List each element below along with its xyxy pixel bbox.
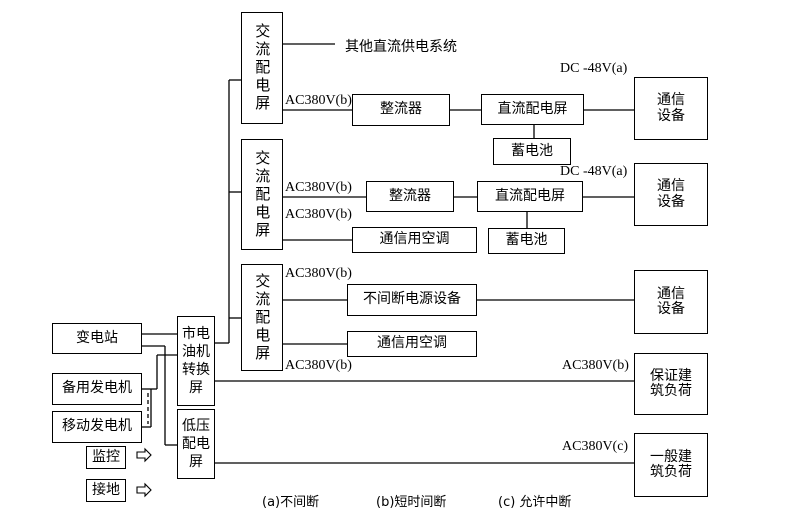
- legend-uninterrupted: (a)不间断: [262, 495, 320, 510]
- dc-panel-2: 直流配电屏: [477, 181, 583, 212]
- comm-aircon-2: 通信用空调: [347, 331, 477, 357]
- dc-panel-1-label: 直流配电屏: [497, 100, 568, 117]
- monitoring: 监控: [86, 446, 126, 469]
- battery-2: 蓄电池: [488, 228, 565, 254]
- mobile-generator-label: 移动发电机: [62, 418, 132, 435]
- ac-panel-3-label: 交流配电屏: [253, 272, 272, 363]
- ac-voltage-label-2: AC380V(b): [285, 180, 352, 195]
- guaranteed-building-load: 保证建 筑负荷: [634, 353, 708, 415]
- comm-equipment-3-label: 通信 设备: [657, 285, 685, 317]
- mains-generator-transfer-panel-label: 市电油机转换屏: [182, 326, 210, 396]
- rectifier-2: 整流器: [366, 181, 454, 212]
- legend-short-interruption: (b)短时间断: [376, 495, 447, 510]
- other-dc-system-label: 其他直流供电系统: [345, 39, 457, 55]
- ac-panel-3: 交流配电屏: [241, 264, 283, 371]
- dc-voltage-label-1: DC -48V(a): [560, 61, 628, 76]
- standby-generator-label: 备用发电机: [62, 380, 132, 397]
- monitoring-label: 监控: [92, 448, 120, 465]
- ac-voltage-label-1: AC380V(b): [285, 93, 352, 108]
- battery-1-label: 蓄电池: [511, 142, 553, 159]
- comm-aircon-2-label: 通信用空调: [377, 335, 447, 352]
- comm-equipment-3: 通信 设备: [634, 270, 708, 334]
- ac-panel-2: 交流配电屏: [241, 139, 283, 250]
- dc-panel-2-label: 直流配电屏: [495, 187, 565, 204]
- comm-aircon-1-label: 通信用空调: [379, 231, 450, 248]
- general-building-load-label: 一般建 筑负荷: [650, 448, 692, 480]
- battery-1: 蓄电池: [493, 138, 571, 165]
- substation-label: 变电站: [76, 329, 118, 346]
- ac-voltage-label-7: AC380V(c): [562, 439, 629, 454]
- rectifier-2-label: 整流器: [389, 187, 431, 204]
- rectifier-1-label: 整流器: [380, 101, 422, 118]
- guaranteed-building-load-label: 保证建 筑负荷: [650, 367, 692, 399]
- substation: 变电站: [52, 323, 142, 354]
- grounding: 接地: [86, 479, 126, 502]
- rectifier-1: 整流器: [352, 94, 450, 126]
- comm-equipment-2: 通信 设备: [634, 163, 708, 226]
- ac-voltage-label-4: AC380V(b): [285, 266, 352, 281]
- ac-panel-1: 交流配电屏: [241, 12, 283, 124]
- ac-voltage-label-5: AC380V(b): [285, 358, 352, 373]
- standby-generator: 备用发电机: [52, 373, 142, 405]
- low-voltage-panel-label: 低压配电屏: [182, 418, 210, 470]
- ac-panel-2-label: 交流配电屏: [253, 149, 272, 240]
- dc-voltage-label-2: DC -48V(a): [560, 164, 628, 179]
- battery-2-label: 蓄电池: [505, 232, 548, 249]
- ac-voltage-label-6: AC380V(b): [562, 358, 629, 373]
- mobile-generator: 移动发电机: [52, 411, 142, 443]
- ups-equipment-label: 不间断电源设备: [363, 291, 461, 308]
- legend-interruption-allowed: (c) 允许中断: [498, 495, 572, 510]
- grounding-label: 接地: [92, 481, 120, 498]
- comm-aircon-1: 通信用空调: [352, 227, 477, 253]
- low-voltage-panel: 低压配电屏: [177, 409, 215, 479]
- dc-panel-1: 直流配电屏: [481, 94, 584, 125]
- ac-voltage-label-3: AC380V(b): [285, 207, 352, 222]
- general-building-load: 一般建 筑负荷: [634, 433, 708, 497]
- ac-panel-1-label: 交流配电屏: [253, 23, 272, 113]
- comm-equipment-2-label: 通信 设备: [657, 178, 685, 210]
- comm-equipment-1: 通信 设备: [634, 77, 708, 140]
- mains-generator-transfer-panel: 市电油机转换屏: [177, 316, 215, 406]
- comm-equipment-1-label: 通信 设备: [657, 92, 685, 124]
- ups-equipment: 不间断电源设备: [347, 284, 477, 316]
